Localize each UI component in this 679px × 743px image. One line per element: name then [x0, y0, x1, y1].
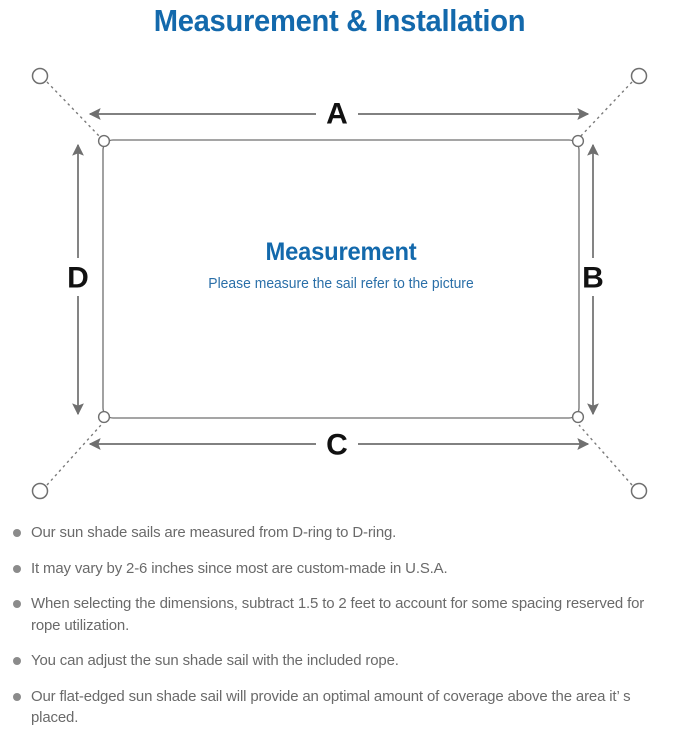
anchor-ring-top-right [630, 67, 648, 85]
list-item-text: Our flat-edged sun shade sail will provi… [31, 687, 631, 727]
anchor-ring-top-left [31, 67, 49, 85]
anchor-ring-bottom-right [630, 482, 648, 500]
rope-line-bottom-right [578, 424, 633, 486]
dimension-label-c: C [326, 429, 348, 462]
anchor-ring-bottom-left [31, 482, 49, 500]
d-ring-bottom-left [97, 410, 111, 424]
bullet-icon [13, 692, 21, 701]
list-item: Our sun shade sails are measured from D-… [0, 522, 679, 544]
list-item-text: You can adjust the sun shade sail with t… [31, 652, 399, 669]
rope-line-bottom-left [46, 424, 102, 486]
list-item: When selecting the dimensions, subtract … [0, 593, 679, 636]
dimension-label-b: B [582, 262, 604, 295]
bullet-icon [13, 564, 21, 573]
rope-line-top-right [578, 81, 633, 139]
diagram-canvas: A C D B [31, 67, 648, 500]
bullet-icon [13, 657, 21, 665]
anchor-rings-group [31, 67, 648, 500]
dimension-label-d: D [67, 262, 89, 295]
d-ring-top-right [571, 134, 585, 148]
list-item: You can adjust the sun shade sail with t… [0, 650, 679, 672]
measurement-diagram: A C D B Measurement Please measure the s… [0, 42, 679, 520]
d-ring-bottom-right [571, 410, 585, 424]
sail-body-outline [102, 139, 580, 419]
rope-lines-group [46, 81, 633, 486]
list-item: It may vary by 2-6 inches since most are… [0, 558, 679, 580]
notes-list: Our sun shade sails are measured from D-… [0, 522, 679, 743]
list-item: Our flat-edged sun shade sail will provi… [0, 686, 679, 729]
list-item-text: It may vary by 2-6 inches since most are… [31, 559, 448, 577]
d-ring-top-left [97, 134, 111, 148]
list-item-text: Our sun shade sails are measured from D-… [31, 524, 397, 541]
dimension-label-a: A [326, 98, 348, 131]
bullet-icon [13, 600, 21, 608]
list-item-text: When selecting the dimensions, subtract … [31, 595, 645, 634]
bullet-icon [13, 529, 21, 537]
page-title: Measurement & Installation [153, 3, 526, 38]
rope-line-top-left [46, 81, 102, 139]
d-rings-group [97, 134, 585, 424]
